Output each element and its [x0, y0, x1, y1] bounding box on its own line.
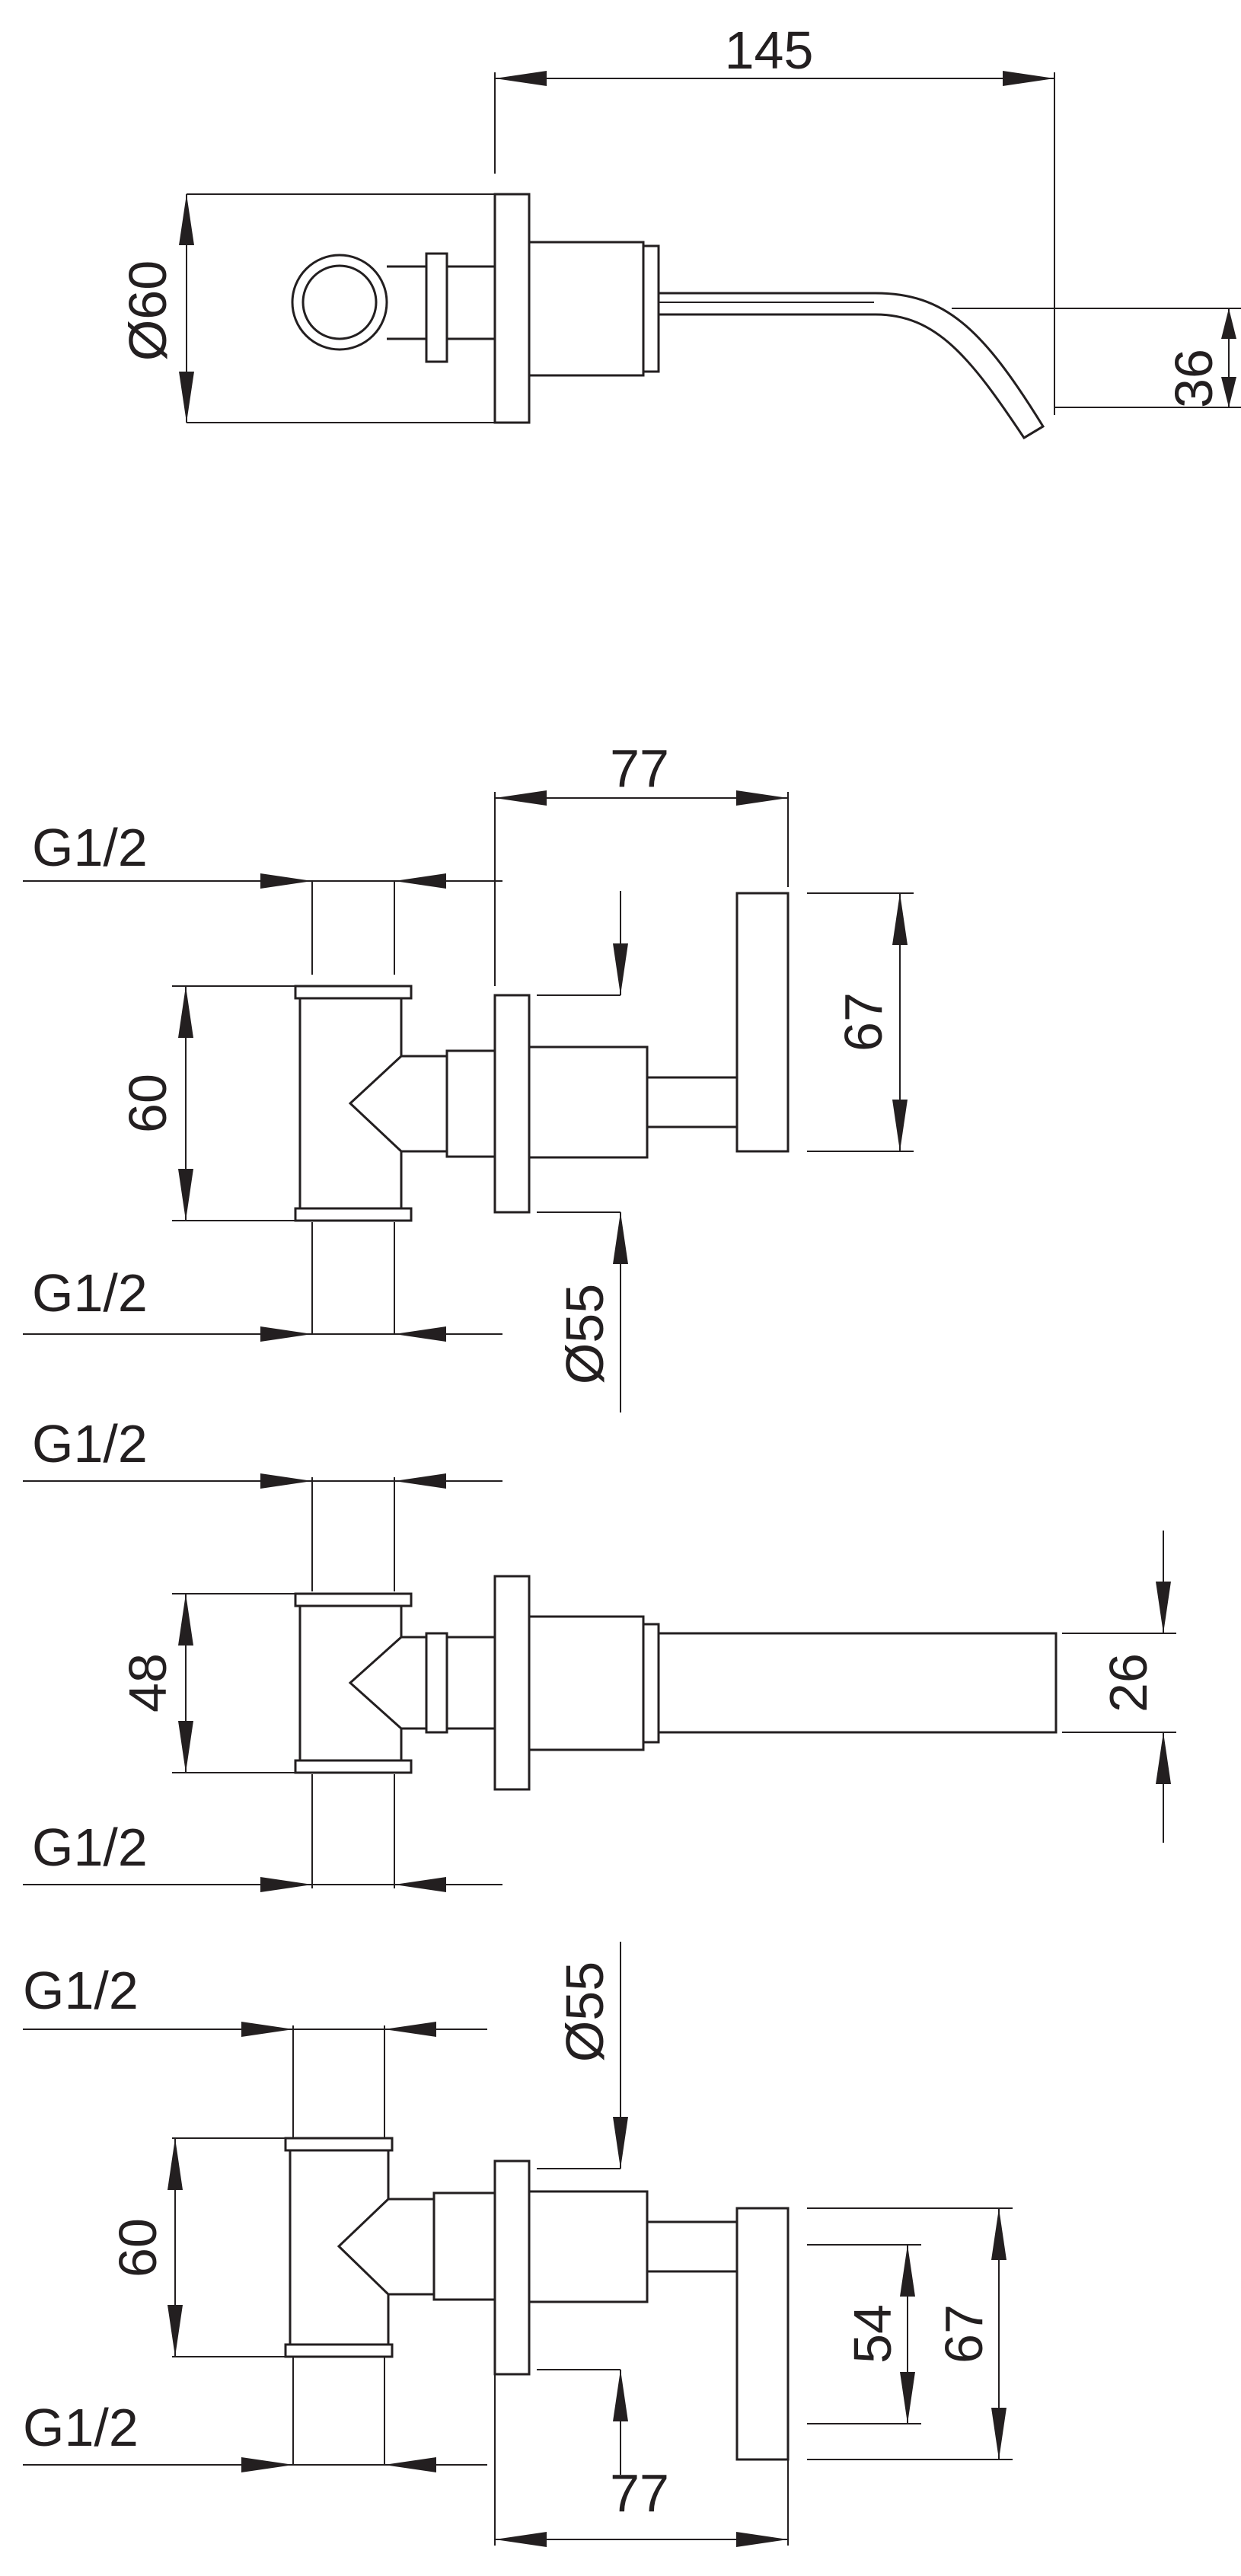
dimension-label-body-height: 48 [118, 1653, 177, 1713]
arrowhead [394, 1473, 446, 1489]
spout [657, 1632, 1058, 1734]
arrowhead [167, 2305, 183, 2357]
spout-ring [642, 244, 660, 373]
spout-body [528, 1615, 645, 1751]
wall-flange [493, 193, 531, 424]
arrowhead [736, 2532, 788, 2547]
wall-flange [493, 2159, 531, 2376]
arrowhead [892, 1100, 908, 1151]
arrowhead [260, 873, 312, 889]
arrowhead [260, 1473, 312, 1489]
wall-flange [493, 994, 531, 1214]
arrowhead [900, 2245, 915, 2297]
arrowhead [991, 2208, 1007, 2260]
arrowhead [394, 1877, 446, 1892]
thread-label-top: G1/2 [32, 818, 148, 877]
thread-label-bottom: G1/2 [23, 2398, 139, 2457]
fitting-cone [348, 1055, 403, 1153]
thread-label-top: G1/2 [32, 1414, 148, 1473]
dimension-label-inner-height: 54 [843, 2304, 902, 2364]
thread-label-top: G1/2 [23, 1961, 139, 2020]
spout-ring [642, 1623, 660, 1744]
view-side-upper: 77 G1/2 60 G1/2 67 Ø55 [23, 739, 914, 1412]
arrowhead [991, 2408, 1007, 2459]
fitting-cone [337, 2198, 390, 2296]
arrowhead [495, 2532, 547, 2547]
arrowhead [178, 986, 193, 1038]
arrowhead [384, 2022, 436, 2037]
dimension-label-handle-height: 67 [834, 992, 893, 1052]
dimension-label-body-height: 60 [118, 1074, 177, 1133]
arrowhead [892, 893, 908, 945]
fitting-cap-top [294, 985, 413, 1000]
view-side-lower: G1/2 Ø55 60 G1/2 54 67 77 [23, 1942, 1013, 2547]
collar [425, 252, 448, 363]
cartridge-body [528, 2190, 649, 2303]
fitting-cap-bottom [284, 2343, 394, 2358]
dimension-label-diameter: Ø60 [118, 260, 177, 361]
lever-handle [735, 2207, 790, 2461]
arrowhead [241, 2457, 293, 2472]
arrowhead [384, 2457, 436, 2472]
view-top: 145 Ø60 36 [118, 21, 1241, 440]
arrowhead [241, 2022, 293, 2037]
cartridge-body [528, 1045, 649, 1159]
collar [432, 2191, 496, 2301]
spout-outline [659, 292, 1045, 440]
fitting-cap-top [294, 1592, 413, 1607]
arrowhead [1221, 377, 1236, 407]
fitting-cap-bottom [294, 1207, 413, 1222]
arrowhead [394, 1326, 446, 1342]
arrowhead [178, 1169, 193, 1221]
arrowhead [613, 2117, 628, 2169]
collar [425, 1632, 448, 1734]
handle-stem [646, 1076, 739, 1128]
arrowhead [1156, 1732, 1171, 1784]
thread-label-bottom: G1/2 [32, 1263, 148, 1323]
dimension-label-spout-height: 26 [1099, 1653, 1158, 1713]
arrowhead [613, 2370, 628, 2421]
spout-body [528, 241, 645, 377]
arrowhead [495, 71, 547, 86]
dimension-label-handle-height: 67 [934, 2304, 994, 2364]
arrowhead [179, 372, 194, 423]
arrowhead [260, 1877, 312, 1892]
arrowhead [178, 1594, 193, 1646]
fitting-cap-top [284, 2137, 394, 2152]
dimension-label-projection: 77 [610, 739, 669, 798]
arrowhead [736, 790, 788, 806]
spout-tip [1023, 425, 1044, 439]
arrowhead [179, 194, 194, 245]
arrowhead [613, 943, 628, 995]
arrowhead [495, 790, 547, 806]
arrowhead [394, 873, 446, 889]
collar [445, 1049, 496, 1158]
dimension-label-diameter: Ø55 [555, 1284, 614, 1384]
arrowhead [260, 1326, 312, 1342]
dimension-label-projection: 77 [610, 2463, 669, 2523]
dimension-label-body-height: 60 [108, 2218, 167, 2278]
dimension-label-length: 145 [725, 21, 814, 80]
thread-label-bottom: G1/2 [32, 1818, 148, 1877]
arrowhead [1156, 1582, 1171, 1633]
handle-stem [646, 2220, 739, 2273]
arrowhead [167, 2138, 183, 2190]
lever-handle [735, 892, 790, 1153]
fitting-cone [348, 1636, 403, 1730]
arrowhead [613, 1212, 628, 1264]
wall-flange [493, 1575, 531, 1791]
handle-ring-inner [301, 264, 378, 340]
fitting-cap-bottom [294, 1759, 413, 1774]
arrowhead [1003, 71, 1054, 86]
arrowhead [900, 2372, 915, 2424]
arrowhead [178, 1721, 193, 1773]
dimension-label-diameter: Ø55 [555, 1962, 614, 2062]
dimension-label-drop: 36 [1164, 349, 1223, 408]
arrowhead [1221, 308, 1236, 339]
view-side-middle: G1/2 48 G1/2 26 [23, 1414, 1176, 1892]
handle-ring-outer [291, 254, 388, 351]
